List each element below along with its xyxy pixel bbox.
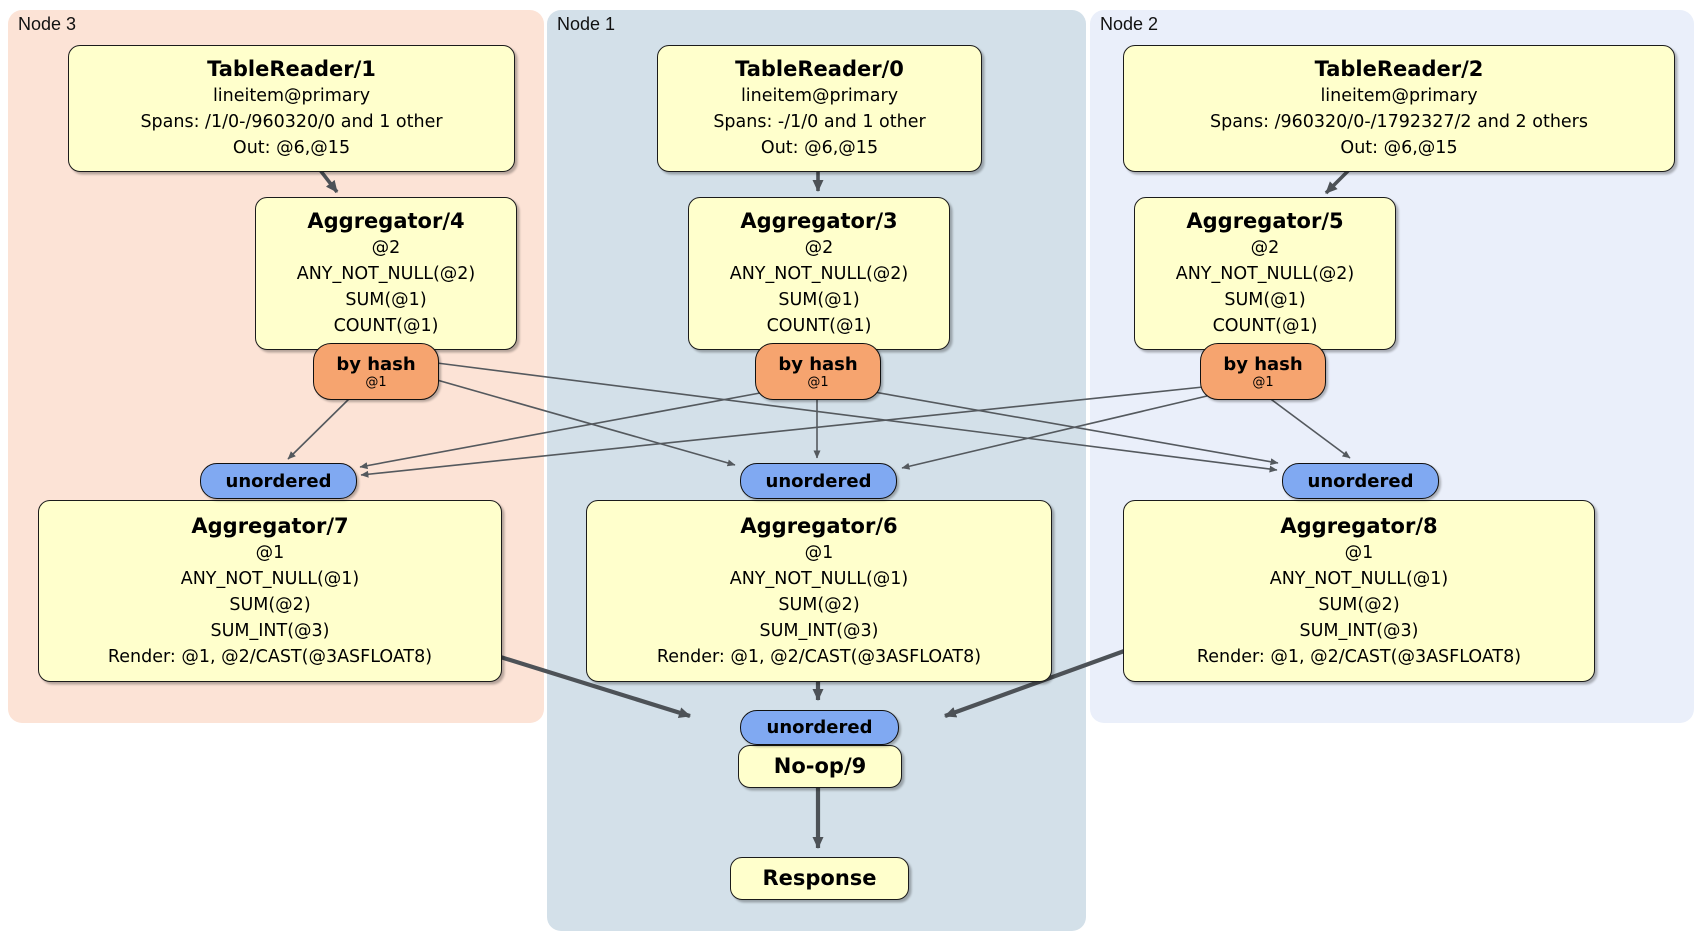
response-box: Response bbox=[730, 857, 909, 900]
node3-label: Node 3 bbox=[18, 14, 77, 34]
processor-detail: COUNT(@1) bbox=[766, 316, 872, 336]
router-detail: @1 bbox=[807, 374, 829, 390]
router-label: by hash bbox=[336, 353, 416, 375]
hash-router-node3: by hash @1 bbox=[313, 343, 439, 400]
processor-title: No-op/9 bbox=[773, 754, 867, 778]
aggregator-8-box: Aggregator/8 @1 ANY_NOT_NULL(@1) SUM(@2)… bbox=[1123, 500, 1595, 682]
processor-detail: ANY_NOT_NULL(@2) bbox=[1175, 264, 1355, 284]
unordered-sync-node1: unordered bbox=[740, 463, 897, 499]
router-label: by hash bbox=[1223, 353, 1303, 375]
processor-detail: SUM(@1) bbox=[1224, 290, 1306, 310]
aggregator-7-box: Aggregator/7 @1 ANY_NOT_NULL(@1) SUM(@2)… bbox=[38, 500, 502, 682]
processor-detail: ANY_NOT_NULL(@1) bbox=[180, 568, 360, 589]
tablereader-1-box: TableReader/1 lineitem@primary Spans: /1… bbox=[68, 45, 515, 172]
processor-title: Aggregator/7 bbox=[191, 513, 349, 538]
router-label: by hash bbox=[778, 353, 858, 375]
sync-label: unordered bbox=[1307, 470, 1414, 492]
processor-title: TableReader/2 bbox=[1314, 57, 1484, 81]
processor-detail: @2 bbox=[804, 238, 834, 258]
processor-detail: SUM(@1) bbox=[345, 290, 427, 310]
sync-label: unordered bbox=[765, 470, 872, 492]
processor-detail: Render: @1, @2/CAST(@3ASFLOAT8) bbox=[1196, 646, 1522, 667]
processor-title: Aggregator/5 bbox=[1186, 209, 1344, 233]
processor-title: Response bbox=[762, 866, 877, 890]
aggregator-5-box: Aggregator/5 @2 ANY_NOT_NULL(@2) SUM(@1)… bbox=[1134, 197, 1396, 350]
processor-detail: SUM(@2) bbox=[229, 594, 311, 615]
processor-detail: SUM_INT(@3) bbox=[1299, 620, 1419, 641]
processor-detail: Render: @1, @2/CAST(@3ASFLOAT8) bbox=[107, 646, 433, 667]
processor-detail: Out: @6,@15 bbox=[1340, 138, 1458, 158]
processor-title: TableReader/0 bbox=[735, 57, 904, 81]
processor-detail: Spans: /960320/0-/1792327/2 and 2 others bbox=[1209, 112, 1588, 132]
processor-detail: SUM(@2) bbox=[778, 594, 860, 615]
sync-label: unordered bbox=[766, 717, 873, 738]
processor-detail: @2 bbox=[371, 238, 401, 258]
aggregator-6-box: Aggregator/6 @1 ANY_NOT_NULL(@1) SUM(@2)… bbox=[586, 500, 1052, 682]
processor-detail: Render: @1, @2/CAST(@3ASFLOAT8) bbox=[656, 646, 982, 667]
node2-label: Node 2 bbox=[1100, 14, 1159, 34]
processor-detail: lineitem@primary bbox=[1320, 86, 1478, 106]
processor-detail: SUM_INT(@3) bbox=[210, 620, 330, 641]
processor-detail: Spans: -/1/0 and 1 other bbox=[713, 112, 926, 132]
node1-label: Node 1 bbox=[557, 14, 616, 34]
processor-detail: COUNT(@1) bbox=[1212, 316, 1318, 336]
processor-detail: ANY_NOT_NULL(@1) bbox=[1269, 568, 1449, 589]
processor-title: Aggregator/3 bbox=[740, 209, 898, 233]
processor-title: Aggregator/8 bbox=[1280, 513, 1438, 538]
aggregator-3-box: Aggregator/3 @2 ANY_NOT_NULL(@2) SUM(@1)… bbox=[688, 197, 950, 350]
processor-title: Aggregator/4 bbox=[307, 209, 465, 233]
processor-detail: SUM(@1) bbox=[778, 290, 860, 310]
processor-title: Aggregator/6 bbox=[740, 513, 898, 538]
processor-detail: @1 bbox=[255, 542, 285, 563]
processor-detail: @1 bbox=[1344, 542, 1374, 563]
processor-detail: Out: @6,@15 bbox=[760, 138, 879, 158]
router-detail: @1 bbox=[1252, 374, 1274, 390]
processor-detail: @1 bbox=[804, 542, 834, 563]
processor-detail: SUM(@2) bbox=[1318, 594, 1400, 615]
processor-detail: @2 bbox=[1250, 238, 1280, 258]
hash-router-node2: by hash @1 bbox=[1200, 343, 1326, 400]
processor-detail: Out: @6,@15 bbox=[232, 138, 351, 158]
processor-detail: COUNT(@1) bbox=[333, 316, 439, 336]
processor-detail: lineitem@primary bbox=[212, 86, 371, 106]
processor-detail: lineitem@primary bbox=[740, 86, 899, 106]
sync-label: unordered bbox=[225, 470, 332, 492]
unordered-sync-node2: unordered bbox=[1282, 463, 1439, 499]
processor-detail: Spans: /1/0-/960320/0 and 1 other bbox=[140, 112, 443, 132]
tablereader-2-box: TableReader/2 lineitem@primary Spans: /9… bbox=[1123, 45, 1675, 172]
aggregator-4-box: Aggregator/4 @2 ANY_NOT_NULL(@2) SUM(@1)… bbox=[255, 197, 517, 350]
unordered-sync-final: unordered bbox=[740, 710, 899, 745]
hash-router-node1: by hash @1 bbox=[755, 343, 881, 400]
router-detail: @1 bbox=[365, 374, 387, 390]
processor-title: TableReader/1 bbox=[207, 57, 376, 81]
noop-9-box: No-op/9 bbox=[738, 745, 902, 788]
processor-detail: ANY_NOT_NULL(@2) bbox=[729, 264, 909, 284]
processor-detail: ANY_NOT_NULL(@1) bbox=[729, 568, 909, 589]
processor-detail: SUM_INT(@3) bbox=[759, 620, 879, 641]
unordered-sync-node3: unordered bbox=[200, 463, 357, 499]
processor-detail: ANY_NOT_NULL(@2) bbox=[296, 264, 476, 284]
tablereader-0-box: TableReader/0 lineitem@primary Spans: -/… bbox=[657, 45, 982, 172]
